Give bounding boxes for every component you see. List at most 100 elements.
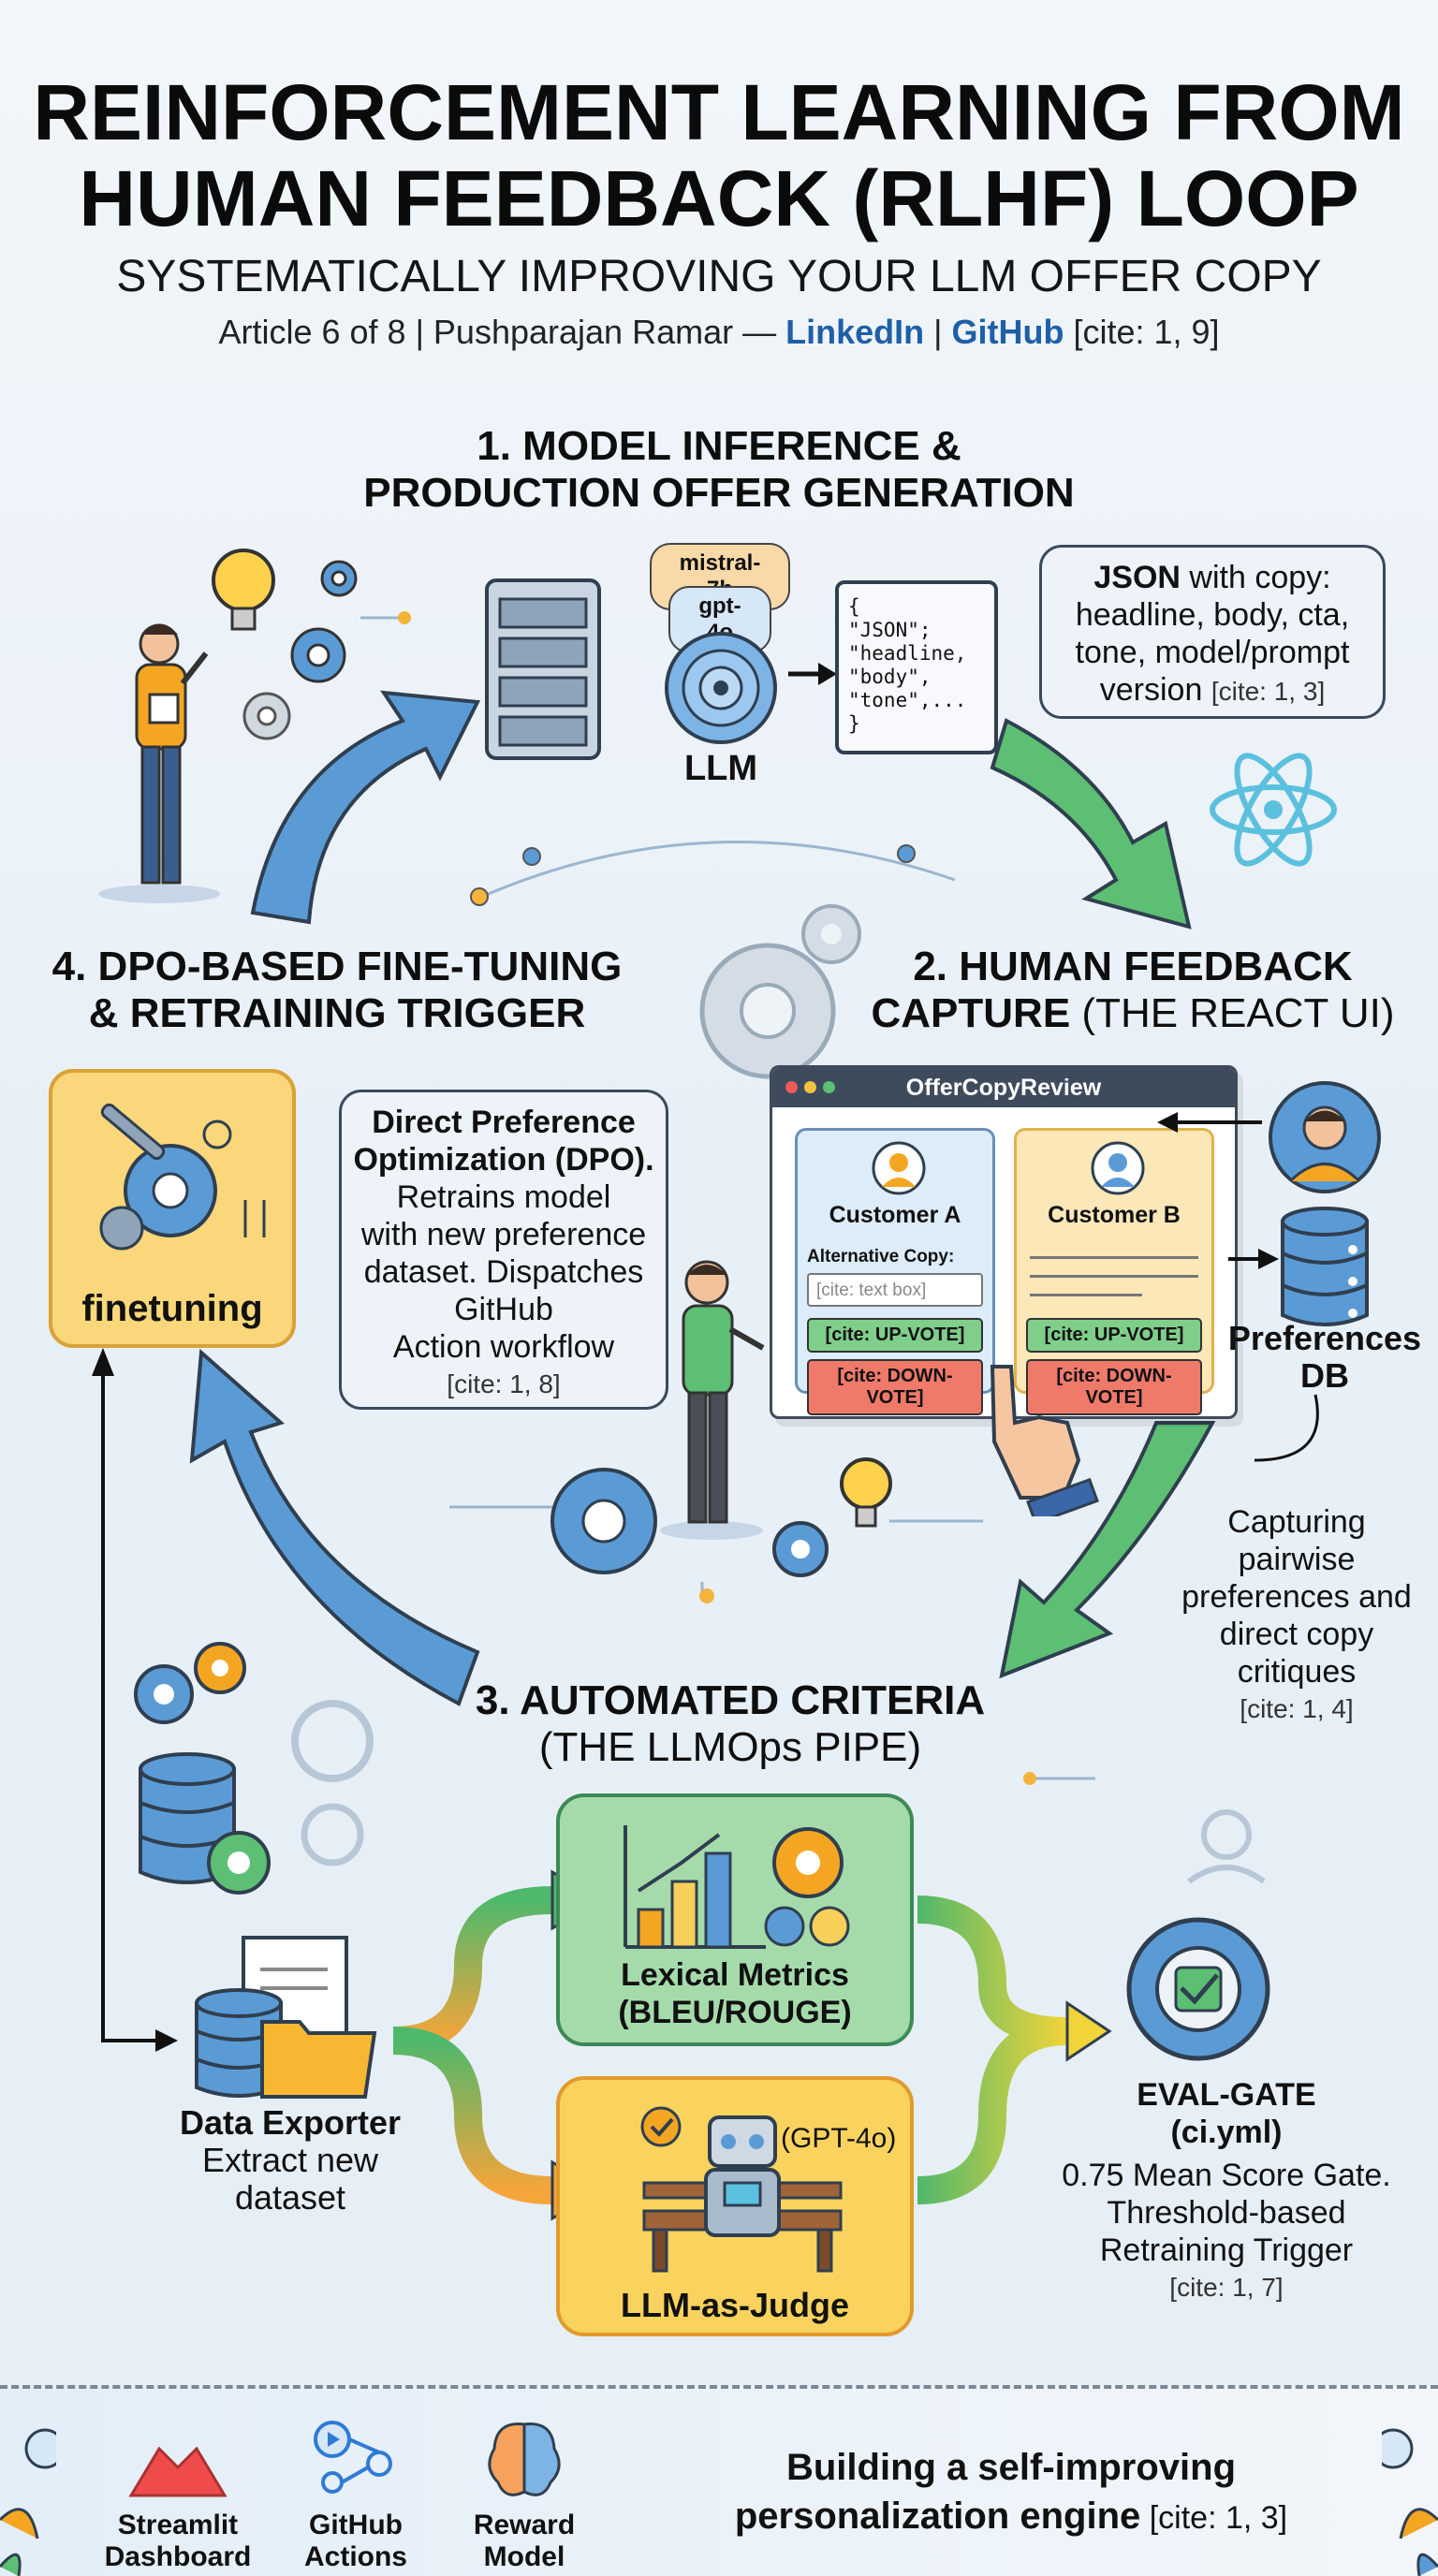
bubble-cite: [cite: 1, 3] xyxy=(1211,677,1326,706)
github-link[interactable]: GitHub xyxy=(951,313,1064,351)
byline-cite: [cite: 1, 9] xyxy=(1064,313,1220,351)
text-line xyxy=(1030,1256,1198,1259)
shield-check-gear-icon xyxy=(1126,1809,1270,2061)
arrow-left-icon xyxy=(1157,1112,1262,1133)
json-output-bubble: JSON with copy: headline, body, cta, ton… xyxy=(1039,545,1386,719)
arrow-right-icon xyxy=(1228,1249,1279,1269)
arrow-right-icon xyxy=(788,663,837,685)
exporter-title: Data Exporter xyxy=(179,2103,402,2142)
person-reviewer-icon xyxy=(660,1260,765,1540)
step2-title-thin: (THE REACT UI) xyxy=(1070,990,1395,1036)
byline: Article 6 of 8 | Pushparajan Ramar — Lin… xyxy=(0,313,1438,352)
tool-streamlit[interactable]: Streamlit Dashboard xyxy=(84,2430,271,2573)
streamlit-icon xyxy=(128,2446,227,2497)
customer-a-card: Customer A Alternative Copy: [cite: text… xyxy=(795,1128,995,1415)
dpo-line: dataset. Dispatches xyxy=(363,1254,644,1290)
json-line: } xyxy=(848,712,860,735)
avatar-icon xyxy=(872,1141,926,1195)
tool-github-actions[interactable]: GitHub Actions xyxy=(281,2411,431,2573)
data-exporter-icon xyxy=(195,1936,377,2099)
tool-streamlit-label: Streamlit Dashboard xyxy=(84,2510,271,2573)
step2-title: 2. HUMAN FEEDBACK CAPTURE (THE REACT UI) xyxy=(871,944,1395,1037)
step1-title-line-2: PRODUCTION OFFER GENERATION xyxy=(363,470,1075,516)
brain-icon xyxy=(488,2422,561,2496)
note-line: Capturing xyxy=(1227,1504,1366,1540)
note-line: critiques xyxy=(1237,1654,1357,1690)
step4-title-line-1: 4. DPO-BASED FINE-TUNING xyxy=(51,944,623,989)
tagline-cite: [cite: 1, 3] xyxy=(1140,2500,1288,2536)
dpo-line: Action workflow xyxy=(392,1329,615,1365)
window-title: OfferCopyReview xyxy=(905,1075,1102,1101)
avatar-icon xyxy=(1091,1141,1145,1195)
text-line xyxy=(1030,1294,1142,1296)
db-label-line-1: Preferences xyxy=(1227,1319,1422,1357)
finetuning-label: finetuning xyxy=(81,1288,263,1329)
json-line: "JSON"; xyxy=(848,619,932,641)
tool-label-line: Dashboard xyxy=(104,2541,252,2572)
customer-b-card: Customer B [cite: UP-VOTE] [cite: DOWN-V… xyxy=(1014,1128,1214,1415)
gear-icon xyxy=(699,904,861,1079)
lexical-metrics-card[interactable]: Lexical Metrics (BLEU/ROUGE) xyxy=(556,1793,914,2046)
exporter-sub-1: Extract new xyxy=(201,2141,379,2179)
database-gears-decoration xyxy=(134,1642,374,1895)
alternative-copy-input[interactable]: [cite: text box] xyxy=(807,1273,983,1307)
byline-sep: | xyxy=(924,313,952,351)
minimize-dot[interactable] xyxy=(804,1081,816,1093)
llm-as-judge-card[interactable]: (GPT-4o) LLM-as-Judge xyxy=(556,2076,914,2336)
bar-chart-icon xyxy=(624,1825,850,1949)
gate-title-2: (ci.yml) xyxy=(1170,2115,1283,2150)
hand-pointer-icon xyxy=(990,1365,1099,1516)
customer-a-label: Customer A xyxy=(829,1202,961,1228)
dpo-bubble: Direct Preference Optimization (DPO). Re… xyxy=(339,1090,668,1410)
feedback-note: Capturing pairwise preferences and direc… xyxy=(1161,1503,1432,1728)
json-line: "tone",... xyxy=(848,689,967,711)
gate-line: 0.75 Mean Score Gate. xyxy=(1062,2158,1391,2193)
arrow-criteria-to-finetune xyxy=(189,1348,480,1706)
exporter-sub-2: dataset xyxy=(234,2178,346,2217)
tool-label-line: Reward xyxy=(473,2510,576,2540)
finetuning-box[interactable]: finetuning xyxy=(49,1069,296,1348)
chat-bubble-icon xyxy=(0,2428,56,2576)
alt-copy-label: Alternative Copy: xyxy=(807,1247,955,1266)
step3-title-line-2: (THE LLMOps PIPE) xyxy=(538,1724,922,1770)
avatar-icon xyxy=(1269,1081,1381,1193)
note-line: direct copy xyxy=(1219,1617,1374,1652)
eval-gate-label: EVAL-GATE (ci.yml) 0.75 Mean Score Gate.… xyxy=(1039,2076,1414,2306)
downvote-button-a[interactable]: [cite: DOWN-VOTE] xyxy=(807,1359,983,1415)
arrow-feedback-to-criteria xyxy=(999,1421,1216,1679)
llm-swirl-icon xyxy=(665,632,777,744)
step4-title: 4. DPO-BASED FINE-TUNING & RETRAINING TR… xyxy=(37,944,637,1037)
footer: Streamlit Dashboard GitHub Actions Rewar… xyxy=(0,2385,1438,2576)
upvote-button-b[interactable]: [cite: UP-VOTE] xyxy=(1026,1318,1202,1353)
llm-label: LLM xyxy=(683,749,758,788)
step1-title-line-1: 1. MODEL INFERENCE & xyxy=(477,423,961,469)
tool-github-label: GitHub Actions xyxy=(281,2510,431,2573)
tagline-line-2: personalization engine xyxy=(734,2496,1141,2537)
tagline-line-1: Building a self-improving xyxy=(785,2447,1237,2488)
database-icon xyxy=(1281,1207,1369,1326)
step4-title-line-2: & RETRAINING TRIGGER xyxy=(88,990,586,1036)
footer-tagline: Building a self-improving personalizatio… xyxy=(674,2443,1348,2542)
tool-reward-model[interactable]: Reward Model xyxy=(449,2411,599,2573)
maximize-dot[interactable] xyxy=(823,1081,835,1093)
lexical-line-2: (BLEU/ROUGE) xyxy=(618,1995,852,2030)
github-actions-icon xyxy=(314,2421,392,2494)
close-dot[interactable] xyxy=(785,1081,798,1093)
json-line: "headline, xyxy=(848,642,967,665)
arrow-finetune-to-inference xyxy=(250,690,481,925)
lexical-metrics-label: Lexical Metrics (BLEU/ROUGE) xyxy=(560,1956,910,2031)
dpo-line: with new preference xyxy=(360,1217,647,1252)
db-note-connector xyxy=(1254,1394,1319,1462)
byline-prefix: Article 6 of 8 | Pushparajan Ramar — xyxy=(218,313,786,351)
gears-lightbulb-decoration xyxy=(550,1457,892,1603)
linkedin-link[interactable]: LinkedIn xyxy=(785,313,925,351)
tool-reward-label: Reward Model xyxy=(449,2510,599,2573)
subtitle: SYSTEMATICALLY IMPROVING YOUR LLM OFFER … xyxy=(116,252,1322,301)
preferences-db-label: Preferences DB xyxy=(1217,1320,1432,1395)
json-document: { "JSON"; "headline, "body", "tone",... … xyxy=(835,580,998,754)
downvote-button-b[interactable]: [cite: DOWN-VOTE] xyxy=(1026,1359,1202,1415)
dpo-line: GitHub xyxy=(454,1292,553,1327)
upvote-button-a[interactable]: [cite: UP-VOTE] xyxy=(807,1318,983,1353)
db-label-line-2: DB xyxy=(1300,1356,1349,1395)
